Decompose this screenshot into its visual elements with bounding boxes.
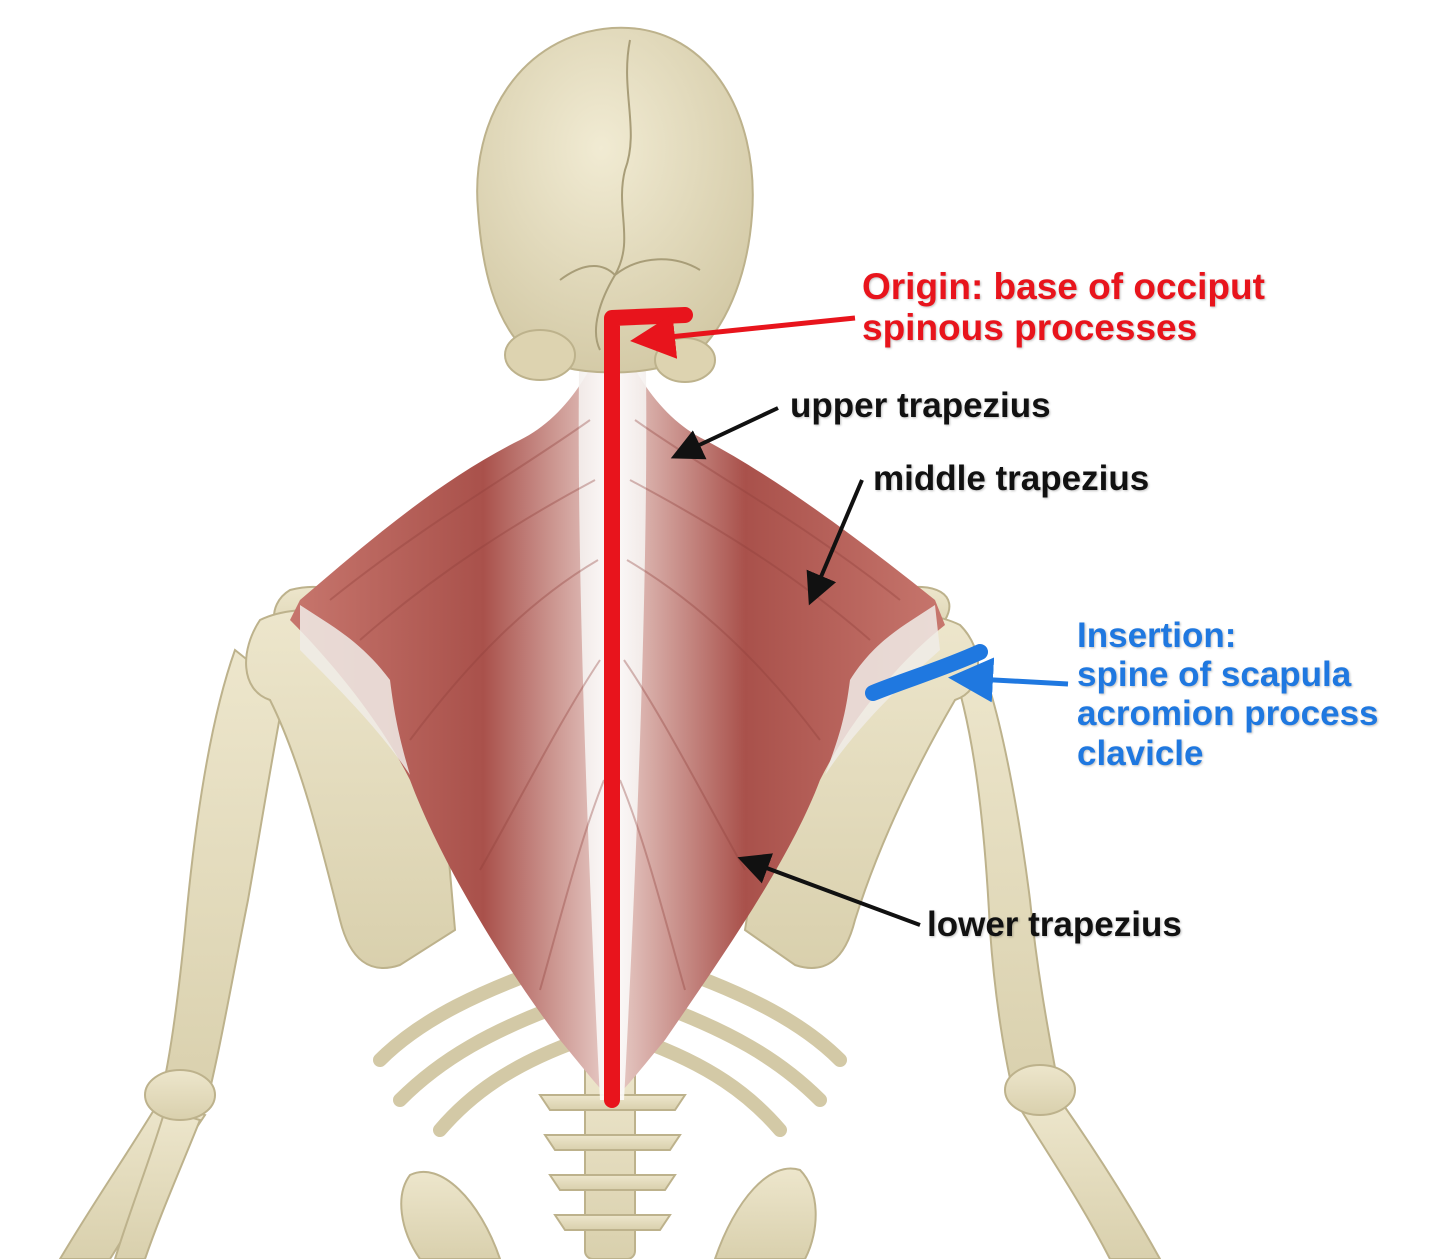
- lower-trapezius-label: lower trapezius: [927, 905, 1182, 944]
- origin-label-line1: Origin: base of occiput: [862, 266, 1265, 307]
- insertion-label-line4: clavicle: [1077, 734, 1379, 773]
- upper-trapezius-arrow: [678, 408, 778, 455]
- insertion-label: Insertion: spine of scapula acromion pro…: [1077, 616, 1379, 773]
- middle-trapezius-label: middle trapezius: [873, 459, 1149, 498]
- insertion-label-line2: spine of scapula: [1077, 655, 1379, 694]
- left-arm: [60, 650, 285, 1259]
- upper-trapezius-label: upper trapezius: [790, 386, 1051, 425]
- origin-label-line2: spinous processes: [862, 307, 1265, 348]
- insertion-label-line1: Insertion:: [1077, 616, 1379, 655]
- origin-label: Origin: base of occiput spinous processe…: [862, 266, 1265, 349]
- insertion-label-line3: acromion process: [1077, 694, 1379, 733]
